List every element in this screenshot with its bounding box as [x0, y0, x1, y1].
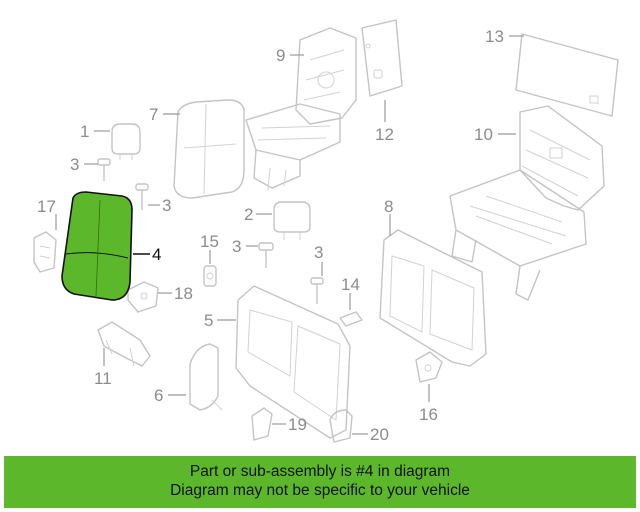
callout-3-a[interactable]: 3: [70, 155, 79, 174]
part-18-bracket[interactable]: [127, 281, 159, 313]
callout-1[interactable]: 1: [80, 122, 89, 141]
part-19-cover[interactable]: [251, 407, 273, 441]
part-3-guide-pin-d[interactable]: [310, 277, 324, 304]
callout-19[interactable]: 19: [288, 415, 307, 434]
callout-5[interactable]: 5: [204, 311, 213, 330]
callout-11[interactable]: 11: [94, 369, 112, 388]
part-3-guide-pin-b[interactable]: [135, 183, 149, 210]
callout-12[interactable]: 12: [375, 125, 394, 144]
part-15-clip[interactable]: [203, 265, 217, 287]
callout-14[interactable]: 14: [341, 275, 360, 294]
part-3-guide-pin-a[interactable]: [97, 158, 111, 181]
callout-2[interactable]: 2: [244, 205, 253, 224]
part-16-bracket[interactable]: [415, 351, 443, 383]
part-2-headrest[interactable]: [273, 201, 311, 240]
part-8-seat-back[interactable]: [379, 229, 487, 367]
part-6-side-cover[interactable]: [189, 343, 223, 411]
part-13-panel[interactable]: [515, 33, 619, 117]
part-17-bracket[interactable]: [33, 231, 57, 273]
part-7-seat-back[interactable]: [173, 99, 245, 199]
part-10-seat-frame[interactable]: [449, 105, 605, 301]
callout-20[interactable]: 20: [370, 425, 389, 444]
callout-8[interactable]: 8: [384, 197, 393, 216]
part-12-panel[interactable]: [361, 19, 403, 97]
callout-3-c[interactable]: 3: [232, 237, 241, 256]
part-9-seat-frame[interactable]: [245, 27, 357, 191]
callout-13[interactable]: 13: [485, 27, 504, 46]
part-11-bracket[interactable]: [97, 321, 151, 367]
callout-6[interactable]: 6: [154, 386, 163, 405]
callout-10[interactable]: 10: [474, 125, 493, 144]
callout-16[interactable]: 16: [419, 405, 438, 424]
part-5-seat-cushion[interactable]: [235, 285, 351, 439]
callout-17[interactable]: 17: [37, 197, 56, 216]
callout-9[interactable]: 9: [276, 46, 285, 65]
part-3-guide-pin-c[interactable]: [258, 242, 274, 268]
banner-line-disclaimer: Diagram may not be specific to your vehi…: [170, 482, 470, 499]
part-14-clip[interactable]: [339, 311, 363, 327]
callout-15[interactable]: 15: [200, 232, 219, 251]
part-20-cover[interactable]: [329, 409, 353, 443]
part-4-seat-back-highlighted[interactable]: [61, 191, 133, 301]
part-1-headrest[interactable]: [111, 123, 141, 160]
callout-7[interactable]: 7: [149, 105, 158, 124]
parts-diagram: 1 3 3 3 3 4 5 6 7 8 9 10 11 12 13 14 15 …: [33, 19, 619, 444]
banner-line-part-number: Part or sub-assembly is #4 in diagram: [189, 463, 451, 480]
callout-4[interactable]: 4: [152, 245, 161, 264]
callout-18[interactable]: 18: [174, 284, 193, 303]
callout-3-b[interactable]: 3: [162, 196, 171, 215]
callout-3-d[interactable]: 3: [314, 243, 323, 262]
vehicle-notice-banner: Part or sub-assembly is #4 in diagram Di…: [4, 456, 636, 508]
